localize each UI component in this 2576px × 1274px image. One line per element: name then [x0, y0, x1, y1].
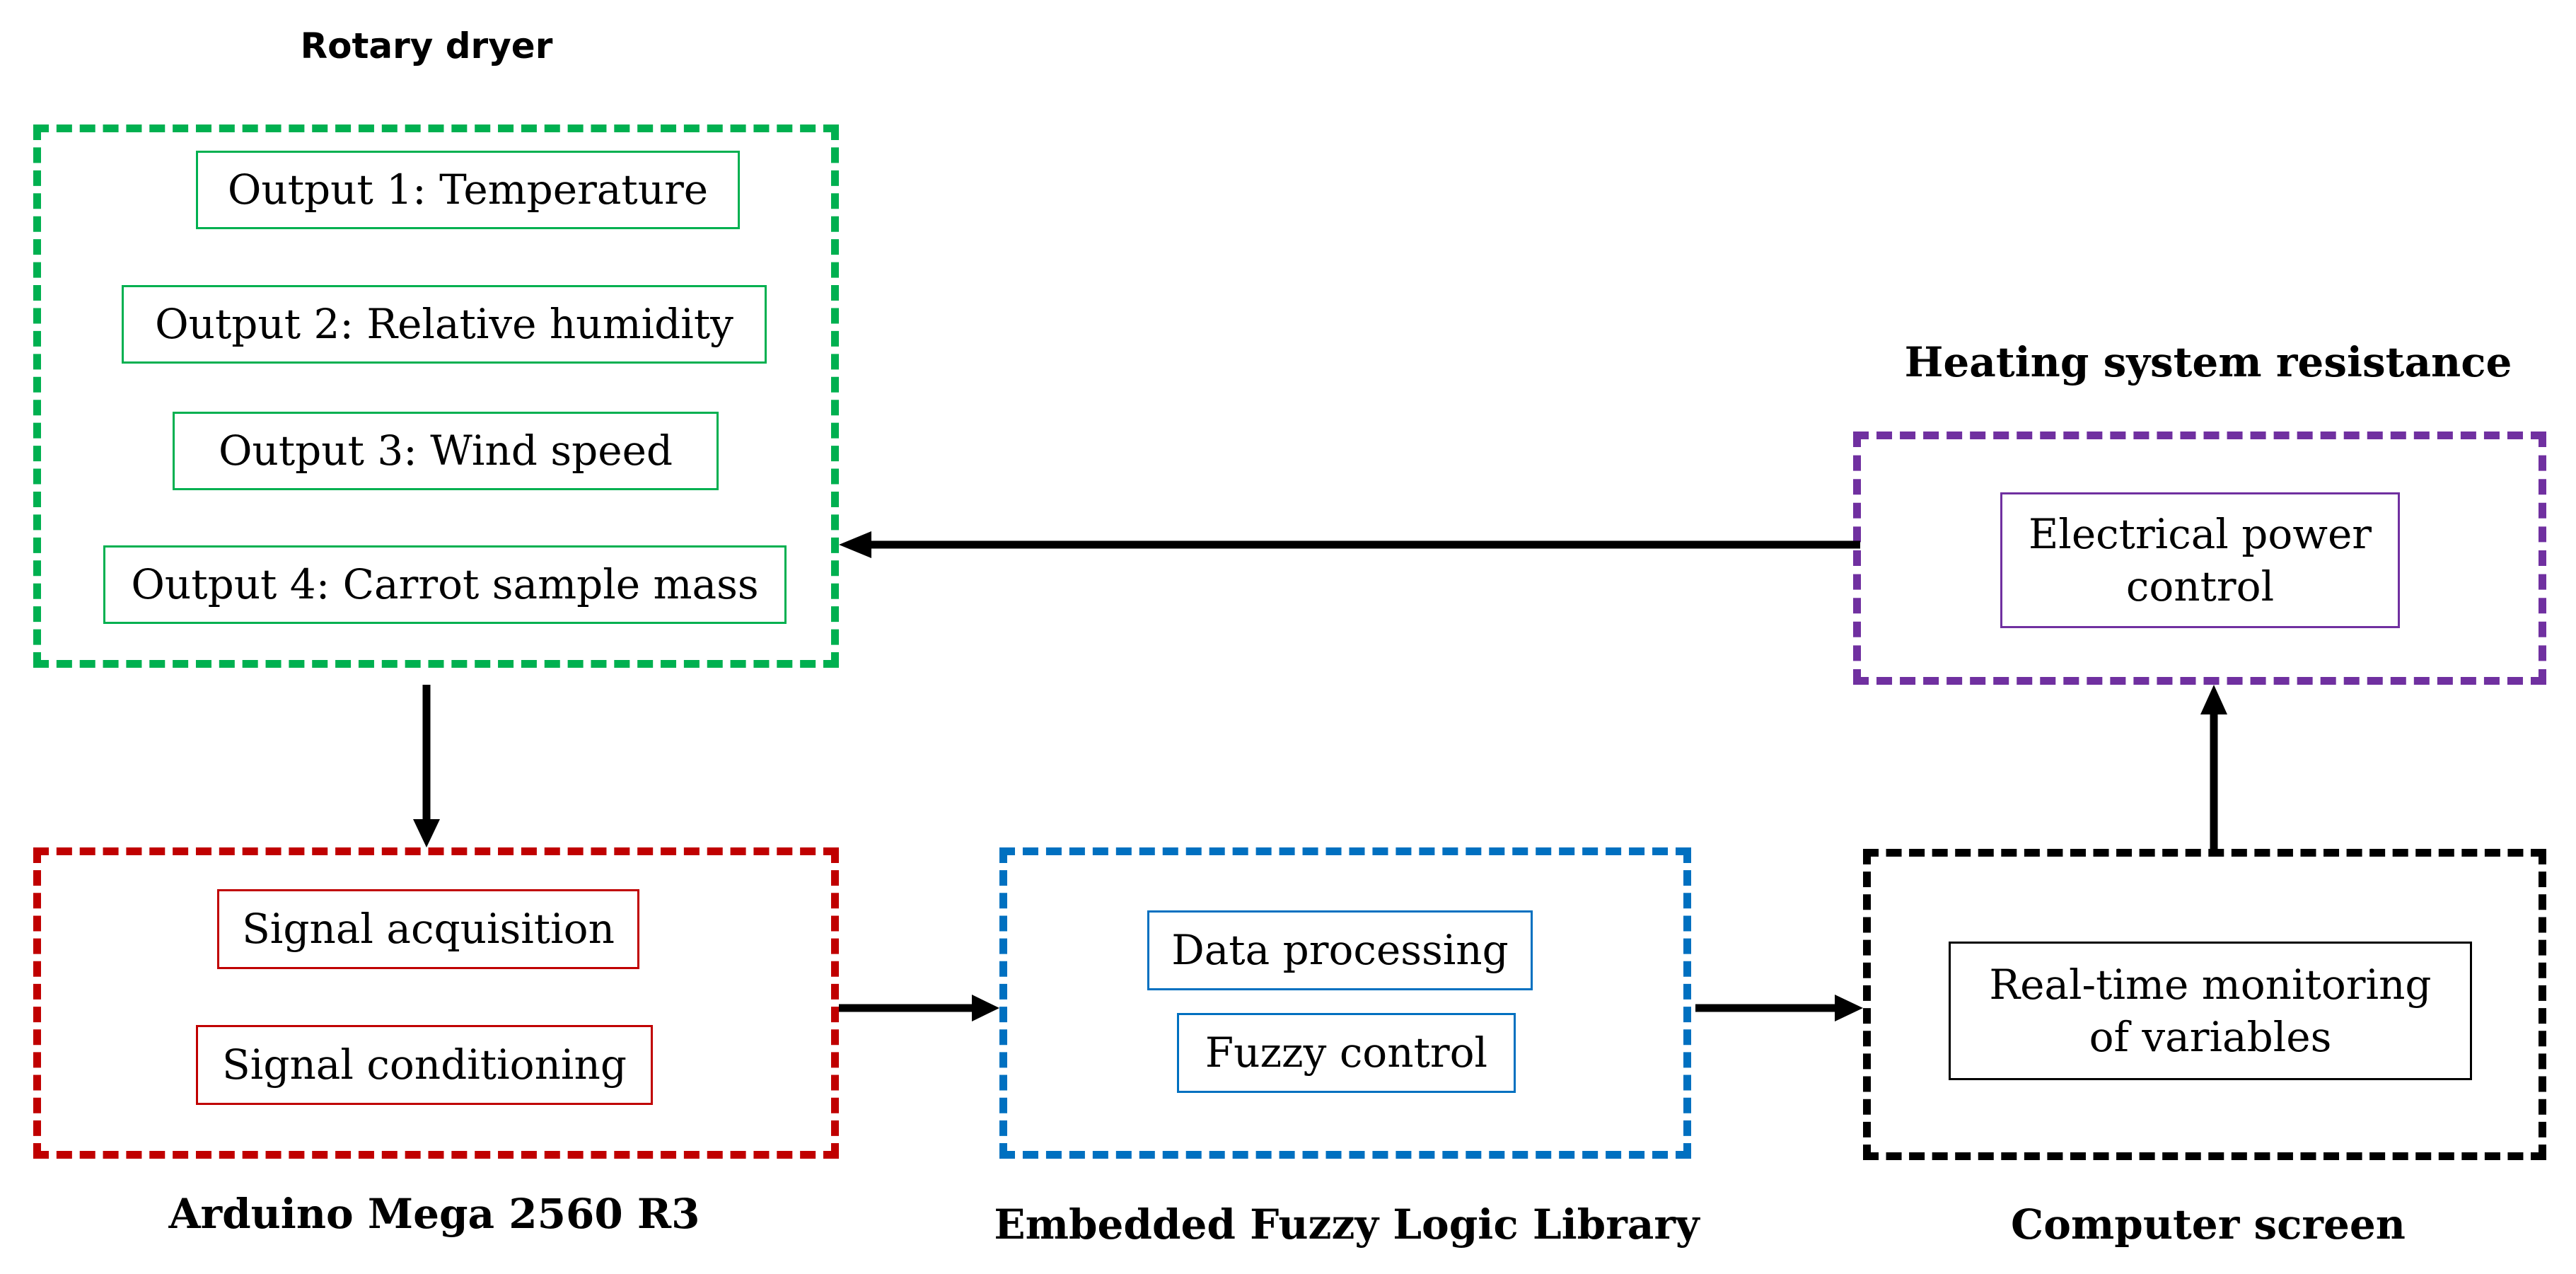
realtime-monitoring-line2: of variables [2089, 1013, 2332, 1061]
arduino-group [33, 847, 839, 1159]
fuzzy-library-title: Embedded Fuzzy Logic Library [994, 1200, 1700, 1249]
signal-acquisition-box: Signal acquisition [217, 889, 639, 969]
computer-screen-group [1863, 849, 2546, 1160]
fuzzy-library-group [999, 847, 1691, 1159]
output-wind-speed-box: Output 3: Wind speed [173, 412, 719, 490]
rotary-dryer-title: Rotary dryer [300, 25, 553, 66]
electrical-power-control-box: Electrical power control [2000, 492, 2400, 628]
heating-group [1853, 432, 2546, 685]
arrowhead-computer-to-heating [2200, 685, 2227, 714]
output-humidity-box: Output 2: Relative humidity [122, 285, 767, 364]
arrowhead-heating-to-dryer [839, 531, 871, 558]
data-processing-box: Data processing [1147, 910, 1533, 990]
arrowhead-arduino-to-fuzzy [972, 995, 999, 1021]
realtime-monitoring-line1: Real-time monitoring [1989, 960, 2432, 1009]
heating-title: Heating system resistance [1904, 338, 2512, 386]
realtime-monitoring-box: Real-time monitoring of variables [1949, 942, 2472, 1080]
arrowhead-fuzzy-to-computer [1835, 995, 1863, 1021]
computer-screen-title: Computer screen [2011, 1200, 2406, 1249]
arduino-title: Arduino Mega 2560 R3 [168, 1190, 700, 1238]
arrowhead-dryer-to-arduino [413, 819, 440, 847]
rotary-dryer-group [33, 124, 839, 668]
signal-conditioning-box: Signal conditioning [196, 1025, 653, 1105]
electrical-power-line1: Electrical power [2028, 509, 2372, 558]
output-carrot-mass-box: Output 4: Carrot sample mass [103, 545, 787, 624]
electrical-power-line2: control [2125, 562, 2275, 610]
output-temperature-box: Output 1: Temperature [196, 151, 740, 229]
fuzzy-control-box: Fuzzy control [1177, 1013, 1516, 1093]
